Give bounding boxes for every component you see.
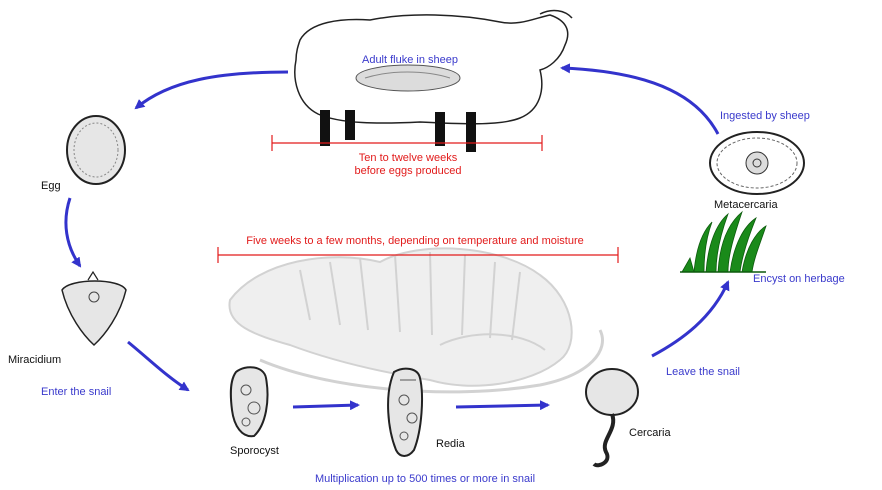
egg-label: Egg <box>41 180 61 193</box>
enter-snail-label: Enter the snail <box>41 386 111 399</box>
arrow-miracidium-to-snail <box>128 342 188 390</box>
miracidium-label: Miracidium <box>8 354 61 367</box>
sheep-duration-line1: Ten to twelve weeks <box>308 152 508 165</box>
arrow-redia-to-cercaria <box>456 405 548 407</box>
sheep-duration-bar <box>272 135 542 151</box>
sheep-icon <box>295 11 572 152</box>
arrow-sporocyst-to-redia <box>293 405 358 407</box>
multiplication-label: Multiplication up to 500 times or more i… <box>200 473 650 486</box>
sporocyst-icon <box>231 367 268 436</box>
metacercaria-icon <box>710 132 804 194</box>
cercaria-icon <box>586 369 638 465</box>
sporocyst-label: Sporocyst <box>230 445 279 458</box>
cercaria-label: Cercaria <box>629 427 671 440</box>
ingested-label: Ingested by sheep <box>720 110 810 123</box>
redia-label: Redia <box>436 438 465 451</box>
arrow-metacercaria-to-sheep <box>562 68 718 134</box>
redia-icon <box>388 369 422 456</box>
leave-snail-label: Leave the snail <box>666 366 740 379</box>
arrow-egg-to-miracidium <box>66 198 80 266</box>
arrow-cercaria-to-herbage <box>652 282 728 356</box>
encyst-label: Encyst on herbage <box>753 273 845 286</box>
sheep-duration-line2: before eggs produced <box>308 165 508 178</box>
egg-icon <box>67 116 125 184</box>
arrow-sheep-to-egg <box>136 72 288 108</box>
miracidium-icon <box>62 272 126 345</box>
adult-fluke-label: Adult fluke in sheep <box>330 54 490 67</box>
grass-icon <box>680 212 766 272</box>
snail-duration-label: Five weeks to a few months, depending on… <box>140 235 690 248</box>
metacercaria-label: Metacercaria <box>714 199 778 212</box>
